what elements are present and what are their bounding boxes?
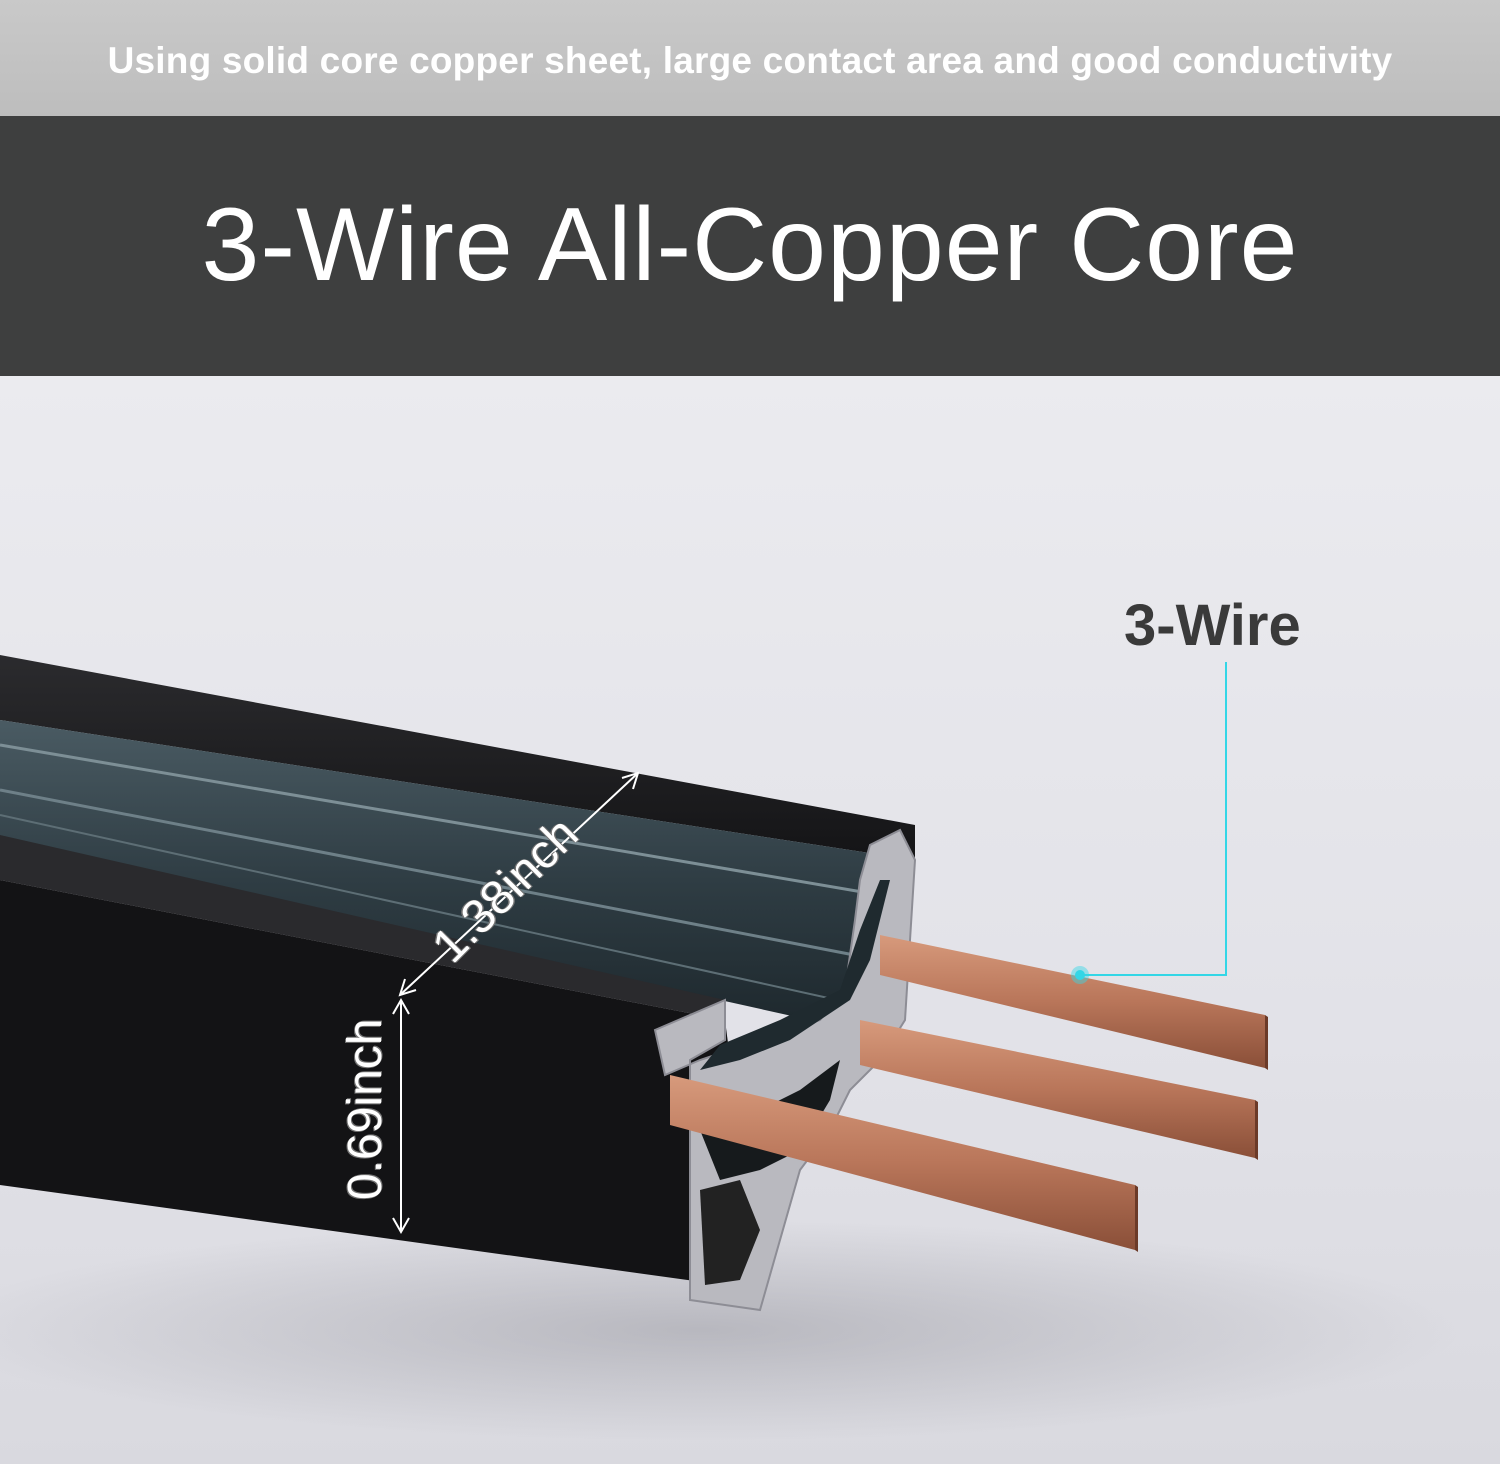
track-channel: [0, 720, 915, 1040]
track-back-rail-top: [0, 655, 915, 860]
track-front-face: [0, 880, 760, 1290]
height-dimension-arrow: [392, 997, 410, 1235]
copper-strip-bottom: [670, 1075, 1135, 1250]
copper-strip-middle: [860, 1020, 1255, 1158]
height-dimension-label: 0.69inch: [339, 1018, 392, 1200]
wire-callout-line: [1071, 662, 1227, 984]
top-caption: Using solid core copper sheet, large con…: [107, 40, 1393, 81]
callout-label: 3-Wire: [1124, 593, 1301, 658]
caption-band: Using solid core copper sheet, large con…: [0, 0, 1500, 116]
title-band: 3-Wire All-Copper Core: [0, 116, 1500, 376]
width-dimension-arrow: [398, 771, 640, 997]
product-photo: [0, 376, 1500, 1464]
copper-strip-top: [880, 935, 1265, 1068]
headline: 3-Wire All-Copper Core: [201, 187, 1299, 303]
track-front-rail-top: [0, 835, 725, 1020]
